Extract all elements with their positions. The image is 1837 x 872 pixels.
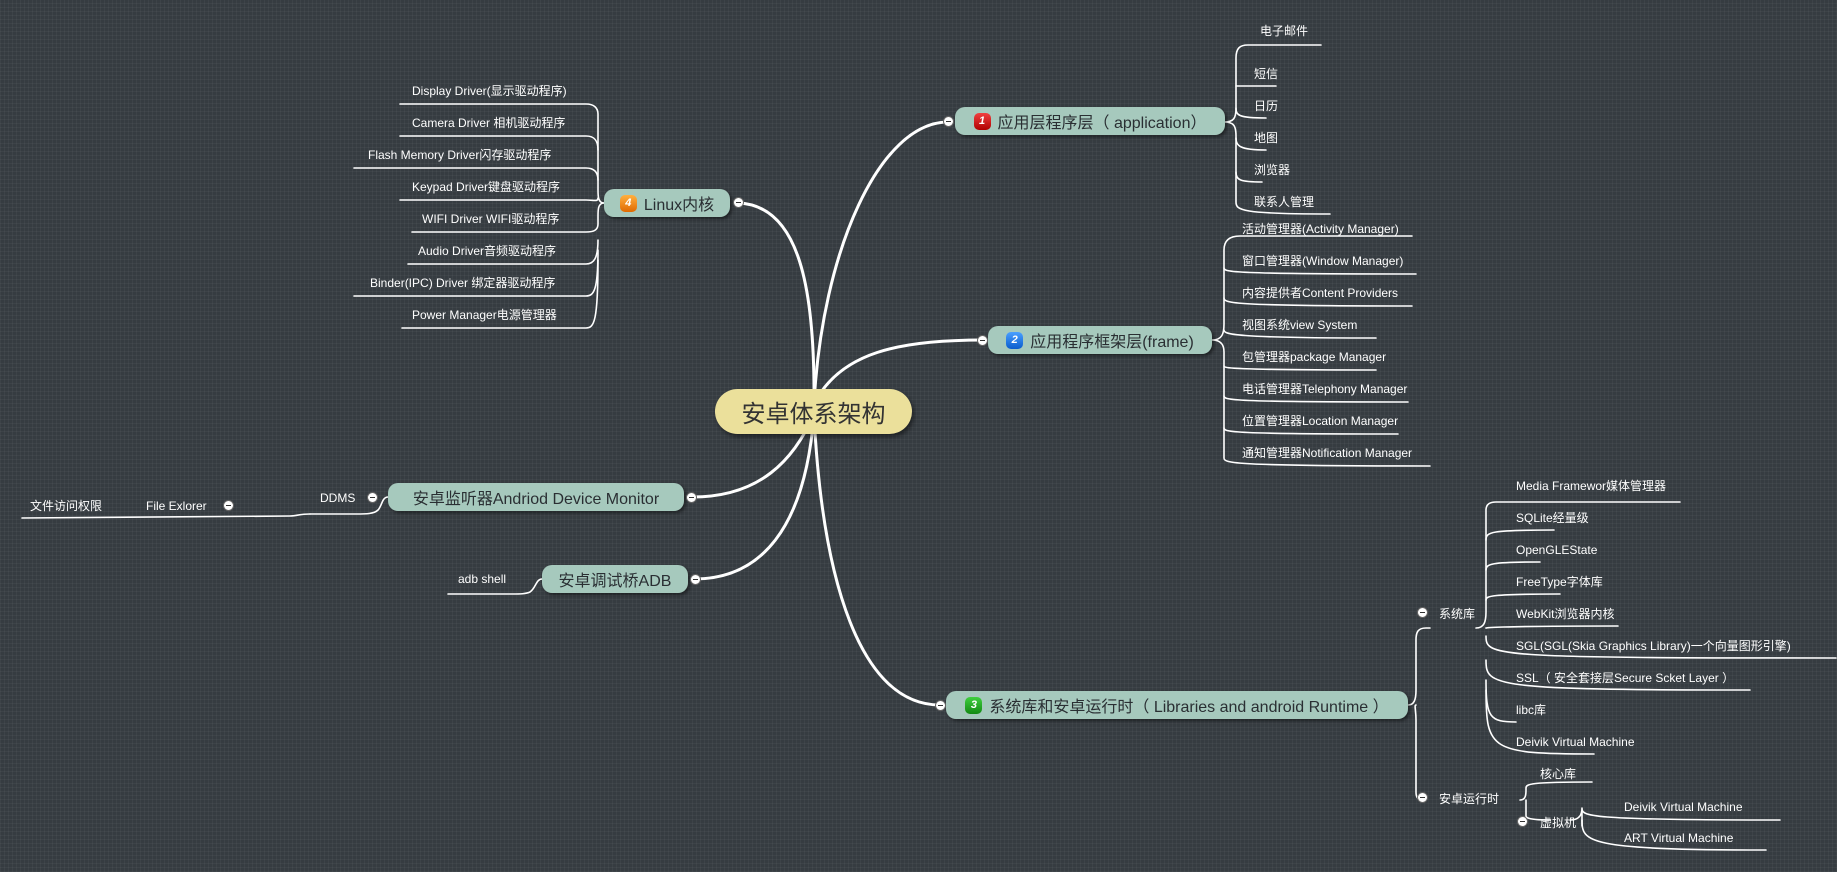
trunk-frame xyxy=(812,338,985,406)
frame-item[interactable]: 内容提供者Content Providers xyxy=(1242,286,1399,300)
file-explorer-label[interactable]: File Exlorer xyxy=(146,499,207,513)
core-library-label[interactable]: 核心库 xyxy=(1540,767,1577,781)
collapse-toggle-icon[interactable] xyxy=(686,492,697,503)
linux-driver-item[interactable]: WIFI Driver WIFI驱动程序 xyxy=(422,212,560,226)
topic-label: 应用层程序层（ application） xyxy=(997,115,1207,132)
system-library-item[interactable]: OpenGLEState xyxy=(1516,543,1598,557)
number-badge-icon: 2 xyxy=(1006,331,1024,349)
virtual-machine-item[interactable]: Deivik Virtual Machine xyxy=(1624,800,1743,814)
frame-item[interactable]: 电话管理器Telephony Manager xyxy=(1242,382,1408,396)
topic-adb[interactable]: 安卓调试桥ADB xyxy=(542,565,688,593)
frame-item[interactable]: 通知管理器Notification Manager xyxy=(1242,446,1413,460)
system-library-item[interactable]: SSL（ 安全套接层Secure Scket Layer ） xyxy=(1516,671,1735,685)
trunk-application xyxy=(812,120,950,406)
system-library-item[interactable]: FreeType字体库 xyxy=(1516,575,1603,589)
system-library-label[interactable]: 系统库 xyxy=(1439,607,1476,621)
linux-driver-item[interactable]: Audio Driver音频驱动程序 xyxy=(418,244,557,258)
system-library-item[interactable]: SGL(SGL(Skia Graphics Library)一个向量图形引擎) xyxy=(1516,639,1791,653)
collapse-toggle-icon[interactable] xyxy=(223,500,234,511)
linux-driver-item[interactable]: Binder(IPC) Driver 绑定器驱动程序 xyxy=(370,276,556,290)
application-item[interactable]: 电子邮件 xyxy=(1260,24,1309,38)
collapse-toggle-icon[interactable] xyxy=(943,116,954,127)
application-item[interactable]: 短信 xyxy=(1254,67,1279,81)
topic-label: 安卓调试桥ADB xyxy=(558,573,672,590)
number-badge-icon: 4 xyxy=(619,194,637,212)
system-library-item[interactable]: Deivik Virtual Machine xyxy=(1516,735,1635,749)
collapse-toggle-icon[interactable] xyxy=(690,574,701,585)
linux-driver-item[interactable]: Camera Driver 相机驱动程序 xyxy=(412,116,566,130)
topic-label: 应用程序框架层(frame) xyxy=(1030,334,1194,351)
topic-monitor[interactable]: 安卓监听器Andriod Device Monitor xyxy=(388,483,684,511)
virtual-machine-label[interactable]: 虚拟机 xyxy=(1540,816,1577,830)
topic-linux[interactable]: 4 Linux内核 xyxy=(604,189,730,217)
file-access-label[interactable]: 文件访问权限 xyxy=(30,499,103,513)
number-badge-icon: 3 xyxy=(965,696,983,714)
ddms-label[interactable]: DDMS xyxy=(320,491,356,505)
central-topic[interactable]: 安卓体系架构 xyxy=(715,389,912,434)
adb-shell-label[interactable]: adb shell xyxy=(458,572,507,586)
collapse-toggle-icon[interactable] xyxy=(977,335,988,346)
linux-driver-item[interactable]: Power Manager电源管理器 xyxy=(412,308,557,322)
collapse-toggle-icon[interactable] xyxy=(935,700,946,711)
collapse-toggle-icon[interactable] xyxy=(1517,816,1528,827)
linux-driver-item[interactable]: Keypad Driver键盘驱动程序 xyxy=(412,180,561,194)
topic-application[interactable]: 1 应用层程序层（ application） xyxy=(955,107,1225,135)
linux-branches xyxy=(353,103,605,329)
adb-branch xyxy=(447,578,543,595)
system-library-item[interactable]: Media Framewor媒体管理器 xyxy=(1516,479,1667,493)
application-branches xyxy=(1223,44,1331,215)
linux-driver-item[interactable]: Display Driver(显示驱动程序) xyxy=(412,84,567,98)
virtual-machine-item[interactable]: ART Virtual Machine xyxy=(1624,831,1734,845)
system-library-item[interactable]: SQLite经量级 xyxy=(1516,511,1589,525)
application-item[interactable]: 联系人管理 xyxy=(1254,195,1315,209)
trunk-adb xyxy=(692,412,816,581)
system-library-item[interactable]: libc库 xyxy=(1516,703,1547,717)
android-runtime-label[interactable]: 安卓运行时 xyxy=(1439,792,1500,806)
topic-label: Linux内核 xyxy=(643,197,715,214)
frame-branches xyxy=(1211,235,1431,467)
application-item[interactable]: 日历 xyxy=(1254,99,1279,113)
collapse-toggle-icon[interactable] xyxy=(1417,607,1428,618)
collapse-toggle-icon[interactable] xyxy=(733,197,744,208)
topic-libraries[interactable]: 3 系统库和安卓运行时（ Libraries and android Runti… xyxy=(946,691,1408,719)
frame-item[interactable]: 位置管理器Location Manager xyxy=(1242,414,1399,428)
collapse-toggle-icon[interactable] xyxy=(1417,792,1428,803)
topic-label: 安卓监听器Andriod Device Monitor xyxy=(412,491,660,508)
central-topic-label: 安卓体系架构 xyxy=(741,401,886,428)
topic-frame[interactable]: 2 应用程序框架层(frame) xyxy=(988,326,1212,354)
trunk-libraries xyxy=(812,412,942,707)
topic-label: 系统库和安卓运行时（ Libraries and android Runtime… xyxy=(989,699,1389,716)
number-badge-icon: 1 xyxy=(973,112,991,130)
trunk-linux xyxy=(736,201,816,406)
frame-item[interactable]: 包管理器package Manager xyxy=(1242,350,1387,364)
frame-item[interactable]: 视图系统view System xyxy=(1242,318,1358,332)
application-item[interactable]: 浏览器 xyxy=(1254,163,1291,177)
system-library-item[interactable]: WebKit浏览器内核 xyxy=(1516,607,1615,621)
monitor-branches xyxy=(21,496,389,519)
frame-item[interactable]: 活动管理器(Activity Manager) xyxy=(1242,222,1399,236)
application-item[interactable]: 地图 xyxy=(1254,131,1279,145)
frame-item[interactable]: 窗口管理器(Window Manager) xyxy=(1242,254,1404,268)
linux-driver-item[interactable]: Flash Memory Driver闪存驱动程序 xyxy=(368,148,552,162)
collapse-toggle-icon[interactable] xyxy=(367,492,378,503)
